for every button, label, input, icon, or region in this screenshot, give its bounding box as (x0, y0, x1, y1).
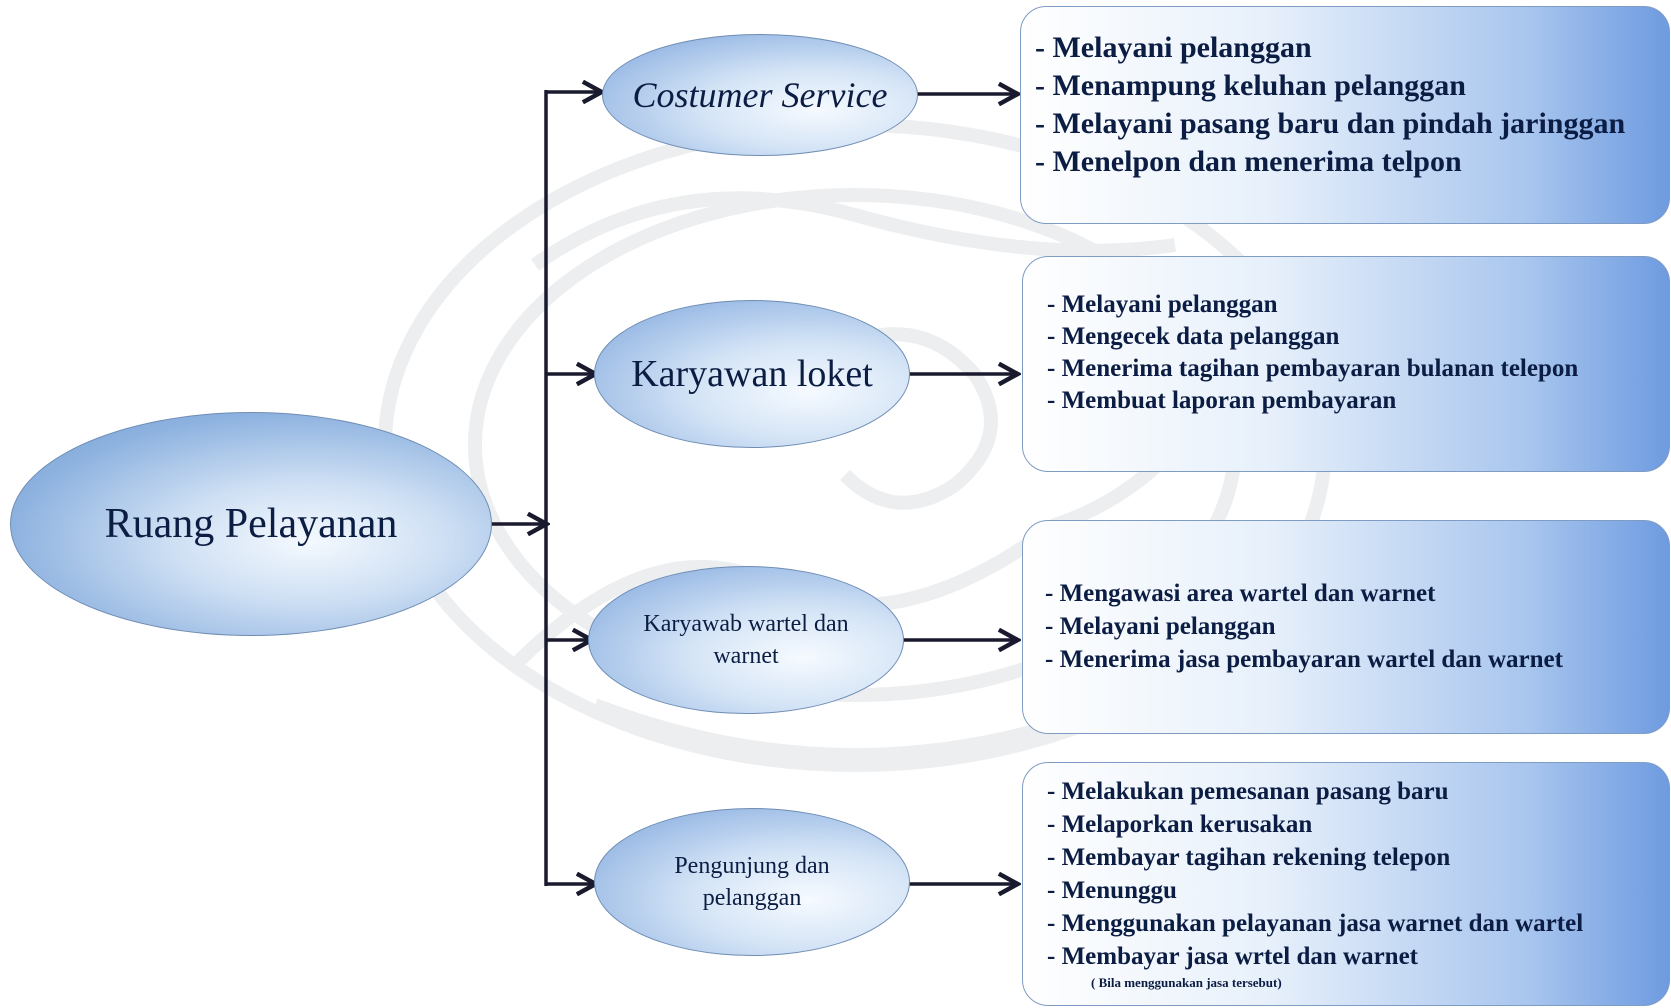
role-label: Pengunjung dan pelanggan (674, 853, 830, 911)
role-label: Karyawan loket (631, 353, 873, 395)
duty-item: - Menggunakan pelayanan jasa warnet dan … (1047, 910, 1584, 937)
role-label: Costumer Service (632, 75, 888, 115)
duty-box-pengunjung: - Melakukan pemesanan pasang baru - Mela… (1022, 762, 1670, 1006)
duty-box-karyawan-loket: - Melayani pelanggan - Mengecek data pel… (1022, 256, 1670, 472)
duty-item: - Menerima jasa pembayaran wartel dan wa… (1045, 646, 1563, 673)
role-node-karyawab-wartel: Karyawab wartel dan warnet (588, 566, 904, 714)
duty-item: - Menunggu (1047, 877, 1177, 904)
duty-item: - Membayar jasa wrtel dan warnet (1047, 943, 1418, 970)
duty-item: - Membayar tagihan rekening telepon (1047, 844, 1451, 871)
duty-item: - Menampung keluhan pelanggan (1035, 69, 1466, 102)
duty-item: - Membuat laporan pembayaran (1047, 387, 1397, 414)
duty-box-karyawab-wartel: - Mengawasi area wartel dan warnet - Mel… (1022, 520, 1670, 734)
role-node-costumer-service: Costumer Service (602, 34, 918, 156)
duty-note: ( Bila menggunakan jasa tersebut) (1091, 975, 1282, 990)
duty-item: - Mengawasi area wartel dan warnet (1045, 580, 1436, 607)
duty-item: - Melakukan pemesanan pasang baru (1047, 778, 1449, 805)
duty-item: - Melayani pasang baru dan pindah jaring… (1035, 107, 1626, 140)
duty-item: - Menerima tagihan pembayaran bulanan te… (1047, 355, 1579, 382)
role-label: Karyawab wartel dan warnet (643, 611, 849, 669)
root-label: Ruang Pelayanan (104, 501, 398, 547)
duty-item: - Melaporkan kerusakan (1047, 811, 1313, 838)
duty-item: - Melayani pelanggan (1045, 613, 1276, 640)
duty-item: - Melayani pelanggan (1047, 291, 1278, 318)
duty-item: - Mengecek data pelanggan (1047, 323, 1340, 350)
duty-box-costumer-service: - Melayani pelanggan - Menampung keluhan… (1020, 6, 1670, 224)
duty-item: - Melayani pelanggan (1035, 31, 1312, 64)
role-node-karyawan-loket: Karyawan loket (594, 300, 910, 448)
root-node: Ruang Pelayanan (10, 412, 492, 636)
duty-item: - Menelpon dan menerima telpon (1035, 145, 1462, 178)
role-node-pengunjung: Pengunjung dan pelanggan (594, 808, 910, 956)
